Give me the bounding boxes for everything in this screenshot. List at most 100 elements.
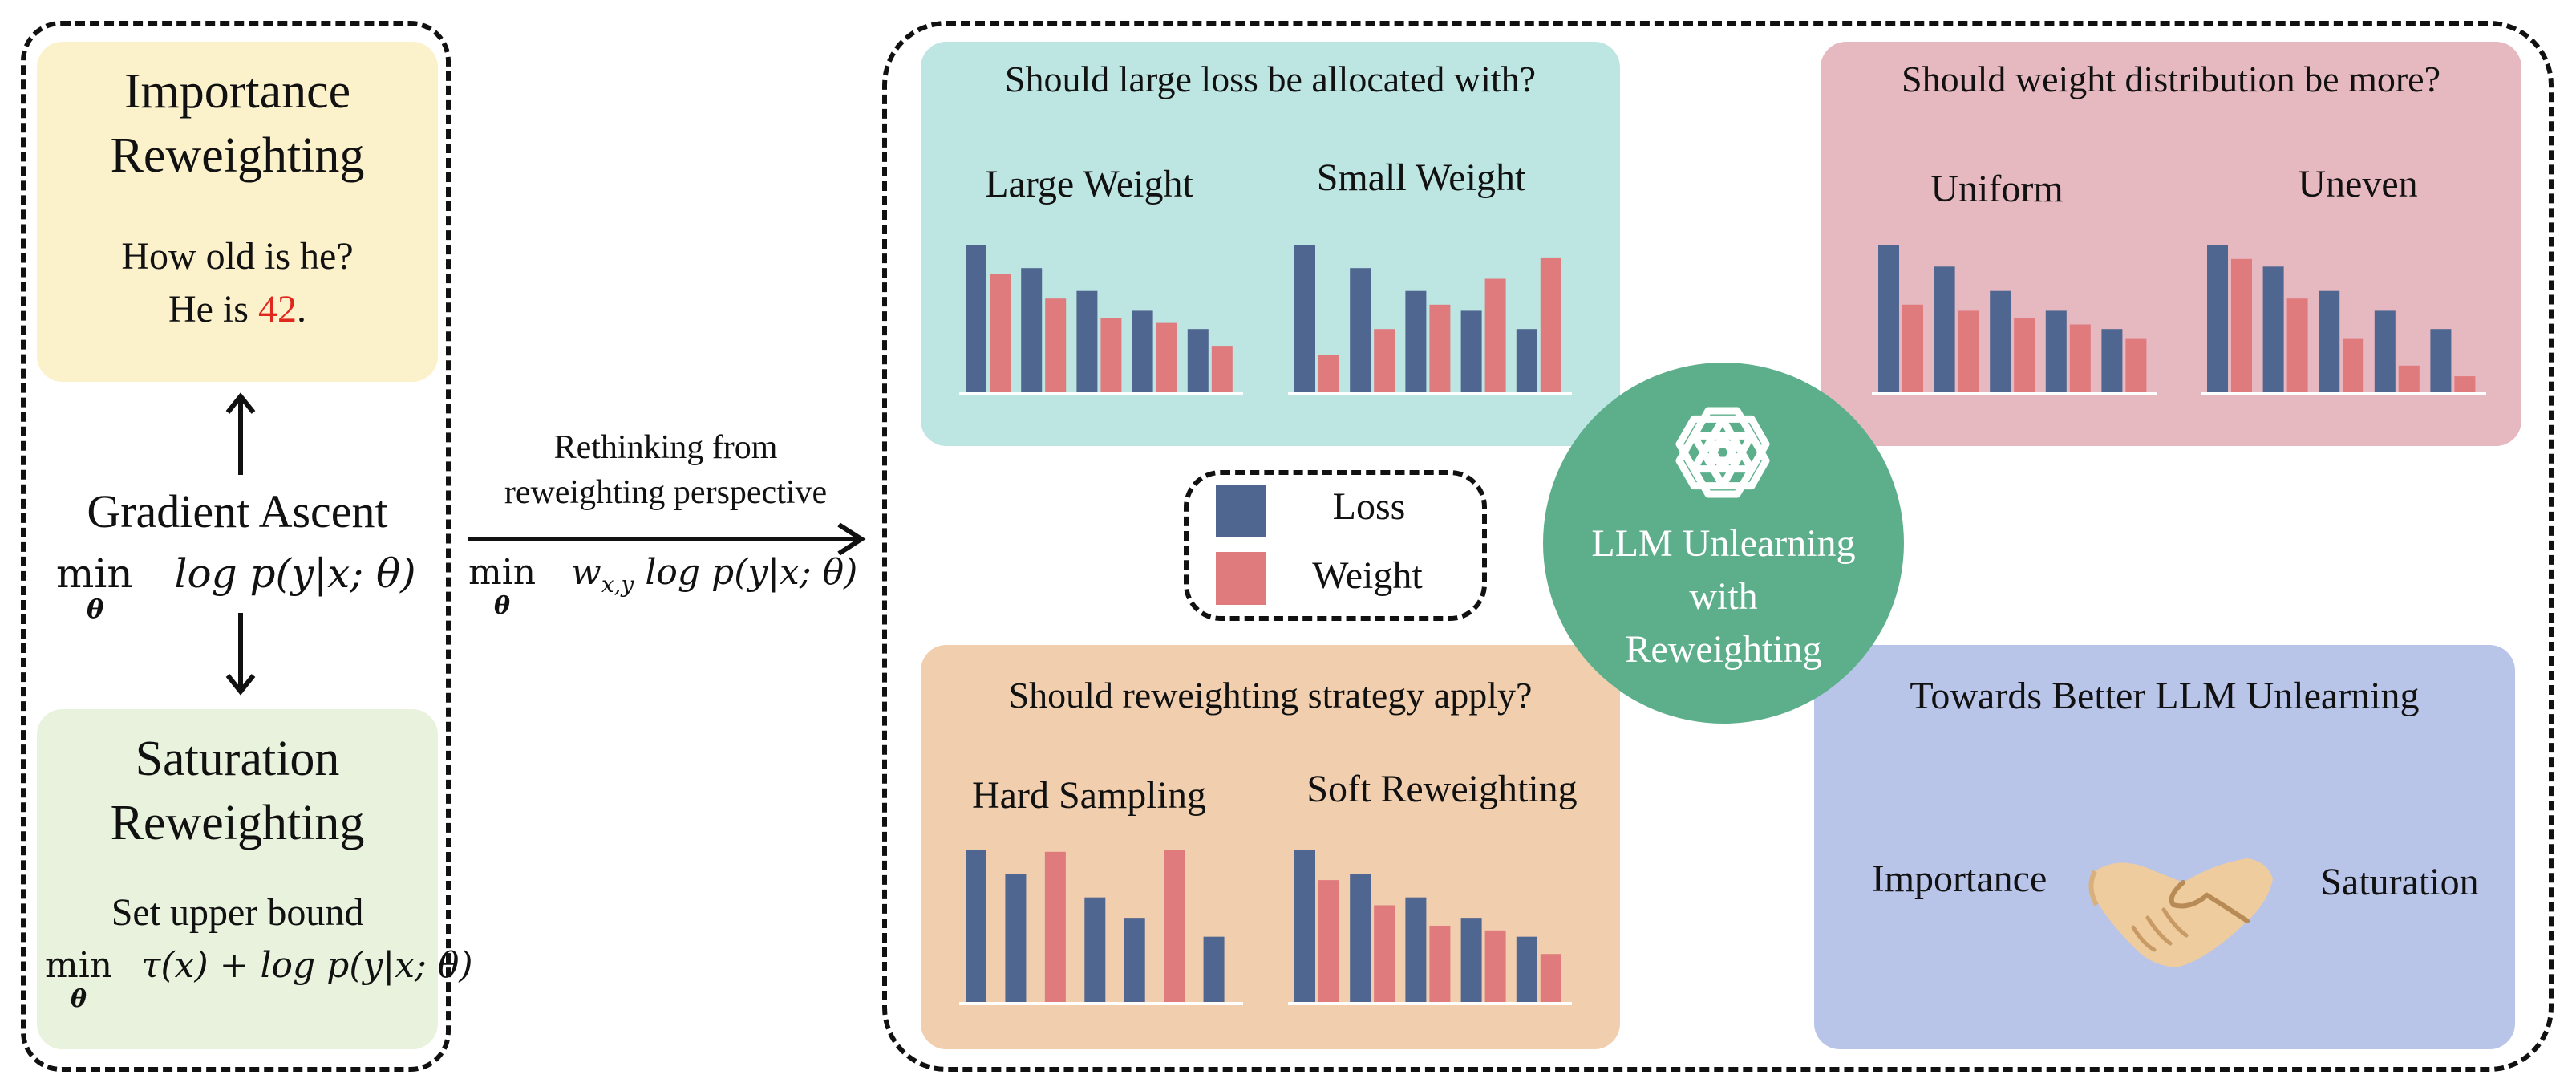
- saturation-reweighting-panel: Saturation Reweighting Set upper bound m…: [37, 709, 472, 1049]
- chart-bar-loss: [1460, 310, 1482, 393]
- chart-bar-weight: [990, 274, 1011, 393]
- chart-bar-loss: [1990, 290, 2011, 393]
- chart-bar-weight: [1211, 346, 1233, 393]
- chart-bar-loss: [1294, 850, 1315, 1003]
- better-right-label: Saturation: [2320, 861, 2479, 903]
- chart-bar-loss: [1124, 918, 1145, 1003]
- chart-bar-weight: [1540, 954, 1561, 1003]
- legend-loss-label: Loss: [1332, 485, 1406, 528]
- answer-suffix: .: [296, 288, 306, 331]
- saturation-title-line1: Saturation: [135, 732, 340, 786]
- chart-bar-loss: [1084, 897, 1106, 1003]
- chart-bar-weight: [1374, 329, 1395, 393]
- chart-bar-weight: [1429, 304, 1451, 393]
- chart-bar-loss: [1294, 245, 1315, 393]
- strategy-right-label: Soft Reweighting: [1306, 768, 1578, 810]
- arrow-caption-line1: Rethinking from: [553, 429, 778, 466]
- chart-bar-loss: [1405, 897, 1427, 1003]
- saturation-subtitle: Set upper bound: [111, 891, 364, 934]
- formula-min: min: [56, 550, 133, 597]
- chart-bar-loss: [2101, 329, 2123, 393]
- chart-bar-loss: [1005, 874, 1027, 1003]
- chart-bar-loss: [2262, 266, 2284, 393]
- chart-bar-loss: [2319, 290, 2340, 393]
- chart-bar-loss: [2045, 310, 2067, 393]
- chart-bar-loss: [1460, 918, 1482, 1003]
- chart-bar-weight: [1958, 310, 1979, 393]
- chart-bar-weight: [1540, 257, 1561, 393]
- formula-tail: log p(y|x; θ): [634, 552, 858, 593]
- better-title: Towards Better LLM Unlearning: [1910, 675, 2420, 717]
- up-arrow-icon: [225, 392, 256, 475]
- chart-bar-loss: [2430, 329, 2452, 393]
- chart-bar-loss: [1350, 874, 1371, 1003]
- distribution-question: Should weight distribution be more?: [1901, 59, 2441, 99]
- chart-bar-weight: [1100, 318, 1122, 393]
- chart-bar-loss: [1203, 936, 1225, 1003]
- chart-bar-weight: [1156, 322, 1177, 393]
- chart-bar-loss: [1021, 268, 1043, 393]
- chart-bar-weight: [1318, 880, 1339, 1003]
- chart-bar-weight: [2343, 338, 2364, 393]
- formula-theta: θ: [71, 985, 87, 1013]
- importance-reweighting-panel: Importance Reweighting How old is he? He…: [37, 42, 438, 382]
- allocation-left-label: Large Weight: [985, 163, 1193, 205]
- center-line3: Reweighting: [1625, 628, 1822, 671]
- formula-w: w: [571, 552, 601, 593]
- legend-weight-label: Weight: [1312, 554, 1423, 597]
- chart-bar-weight: [1484, 930, 1506, 1003]
- chart-bar-loss: [1516, 329, 1537, 393]
- chart-bar-loss: [1878, 245, 1899, 393]
- formula-min: min: [45, 945, 113, 986]
- left-dashed-group: [21, 21, 451, 1072]
- formula-body: τ(x) + log p(y|x; θ): [141, 945, 473, 986]
- gradient-ascent-title: Gradient Ascent: [87, 485, 388, 537]
- right-arrow-icon: [468, 522, 866, 556]
- answer-prefix: He is: [168, 288, 258, 331]
- legend-weight-swatch: [1216, 552, 1266, 605]
- center-line1: LLM Unlearning: [1591, 522, 1856, 565]
- formula-sub: x,y: [601, 570, 634, 598]
- strategy-question: Should reweighting strategy apply?: [1008, 675, 1533, 716]
- down-arrow-icon: [225, 613, 256, 696]
- chart-bar-weight: [1045, 298, 1067, 393]
- openai-logo-icon: [1675, 407, 1770, 498]
- chart-bar-loss: [2207, 245, 2228, 393]
- importance-answer: He is 42.: [37, 287, 438, 331]
- chart-bar-loss: [1132, 310, 1153, 393]
- chart-bar-weight: [1044, 851, 1066, 1003]
- formula-min: min: [468, 552, 537, 593]
- chart-bar-loss: [1516, 936, 1537, 1003]
- chart-bar-weight: [2454, 376, 2476, 393]
- better-unlearning-panel: Towards Better LLM Unlearning Importance…: [1814, 645, 2515, 1049]
- chart-bar-weight: [2014, 318, 2035, 393]
- saturation-title-line2: Reweighting: [110, 796, 365, 850]
- chart-bar-weight: [2069, 324, 2091, 393]
- chart-bar-loss: [2374, 310, 2396, 393]
- chart-bar-loss: [966, 850, 986, 1003]
- formula-theta: θ: [494, 592, 511, 620]
- chart-bar-loss: [1076, 290, 1098, 393]
- right-dashed-group: [882, 21, 2554, 1072]
- formula-body: log p(y|x; θ): [174, 550, 416, 597]
- chart-bar-weight: [1164, 850, 1185, 1003]
- legend-loss-swatch: [1216, 485, 1266, 537]
- chart-bar-weight: [2286, 298, 2308, 393]
- arrow-formula: min θ wx,y log p(y|x; θ): [468, 552, 858, 620]
- answer-value: 42: [257, 288, 297, 331]
- chart-bar-weight: [2125, 338, 2147, 393]
- chart-bar-weight: [1902, 304, 1923, 393]
- importance-question: How old is he?: [121, 235, 354, 278]
- saturation-formula: min θ τ(x) + log p(y|x; θ): [45, 945, 473, 1013]
- allocation-right-label: Small Weight: [1316, 156, 1526, 199]
- importance-title-line2: Reweighting: [110, 128, 365, 183]
- chart-bar-loss: [1405, 290, 1427, 393]
- allocation-question: Should large loss be allocated with?: [1004, 59, 1537, 99]
- legend-box: [1184, 470, 1487, 621]
- distribution-right-label: Uneven: [2298, 163, 2418, 205]
- chart-bar-loss: [1934, 266, 1955, 393]
- chart-bar-loss: [1350, 268, 1371, 393]
- strategy-left-label: Hard Sampling: [972, 774, 1206, 817]
- chart-bar-weight: [1429, 925, 1451, 1003]
